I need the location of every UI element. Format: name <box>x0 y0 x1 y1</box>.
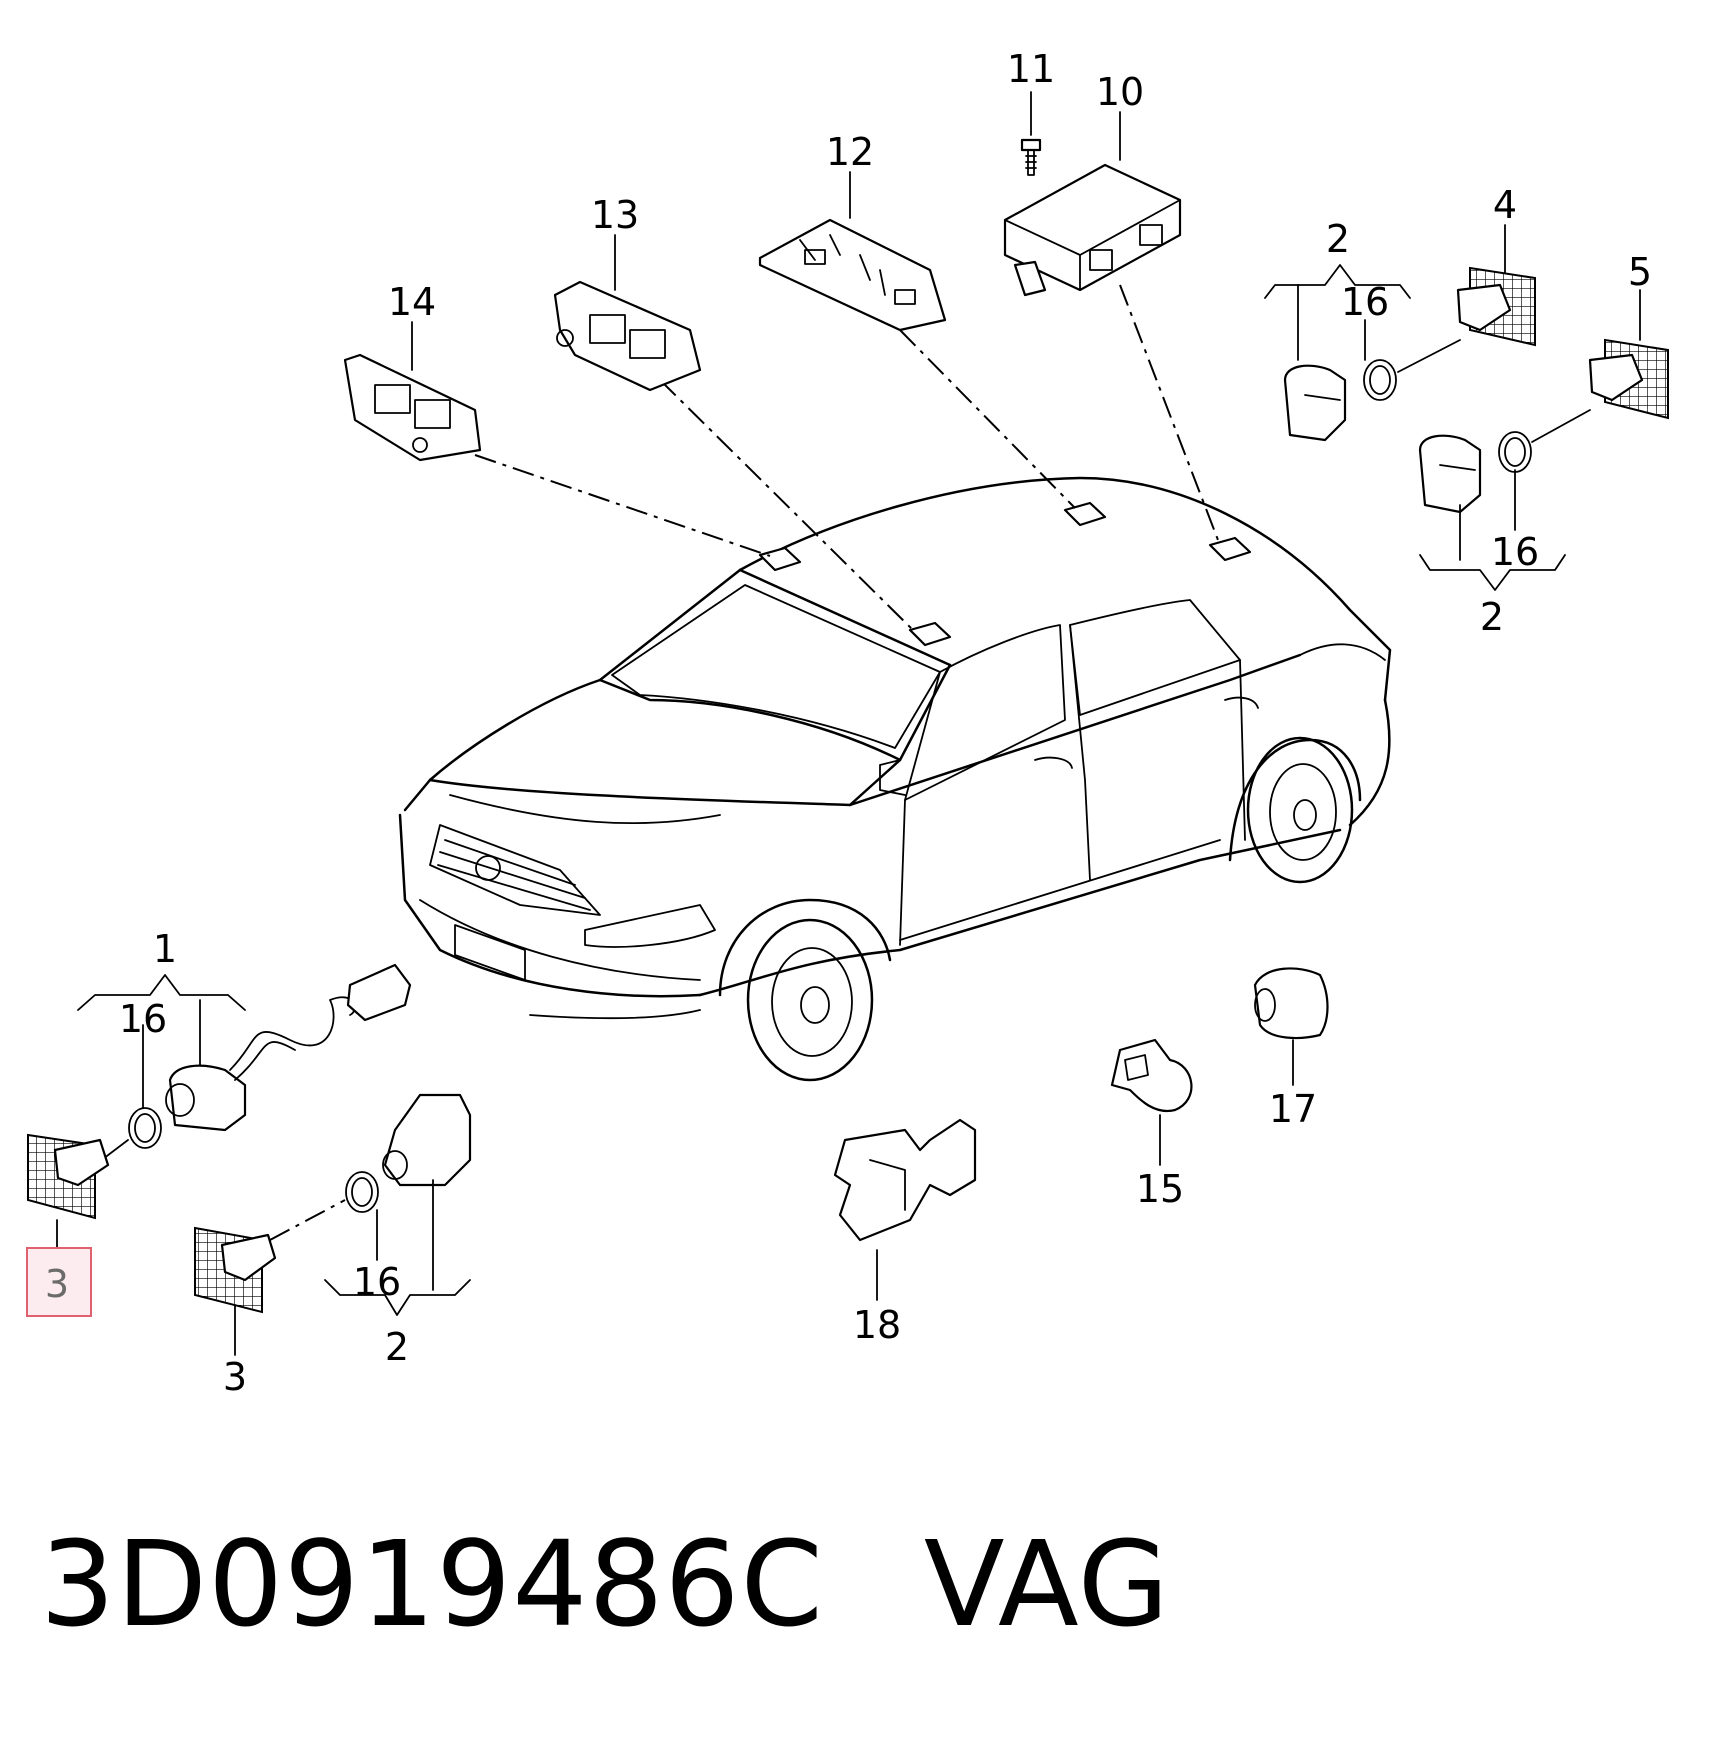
part-15-clip <box>1110 1038 1193 1113</box>
sensor-group-front <box>194 1093 472 1314</box>
callout-leaders <box>56 91 1641 1356</box>
callout-2-top-right: 2 <box>1326 217 1350 261</box>
part-17-cap <box>1253 967 1329 1040</box>
callout-16-top-right: 16 <box>1341 280 1389 324</box>
part-18-holder <box>833 1118 977 1242</box>
callout-13: 13 <box>591 193 639 237</box>
callout-10: 10 <box>1096 70 1144 114</box>
callout-labels: 11 10 12 13 14 2 4 5 16 16 2 1 16 3 16 2… <box>45 47 1652 1399</box>
callout-17: 17 <box>1269 1087 1317 1131</box>
part-10-control-unit <box>1003 163 1182 297</box>
callout-3-highlighted: 3 <box>45 1262 69 1306</box>
callout-11: 11 <box>1007 47 1055 91</box>
car-illustration <box>398 476 1392 1082</box>
callout-4: 4 <box>1493 183 1517 227</box>
callout-5: 5 <box>1628 250 1652 294</box>
part-12-module <box>758 218 947 332</box>
leader-lines <box>474 284 1219 633</box>
callout-14: 14 <box>388 280 436 324</box>
sensor-group-rear-lower <box>1418 338 1669 514</box>
part-number: 3D0919486C <box>40 1515 824 1653</box>
callout-15: 15 <box>1136 1167 1184 1211</box>
callout-16-right: 16 <box>1491 530 1539 574</box>
callout-3-lower: 3 <box>223 1355 247 1399</box>
part-13-module <box>553 280 702 392</box>
brand-name: VAG <box>923 1515 1171 1653</box>
callout-16-lower: 16 <box>353 1260 401 1304</box>
sensor-group-rear-upper <box>1283 266 1536 442</box>
callout-12: 12 <box>826 130 874 174</box>
sensor-with-harness <box>27 963 412 1220</box>
part-14-module <box>343 353 482 462</box>
callout-18: 18 <box>853 1303 901 1347</box>
highlight-box <box>26 1247 92 1317</box>
callout-2-right: 2 <box>1480 595 1504 639</box>
part-11-screw <box>1020 138 1042 176</box>
callout-2-lower: 2 <box>385 1325 409 1369</box>
callout-16-left: 16 <box>119 997 167 1041</box>
callout-1: 1 <box>153 927 177 971</box>
